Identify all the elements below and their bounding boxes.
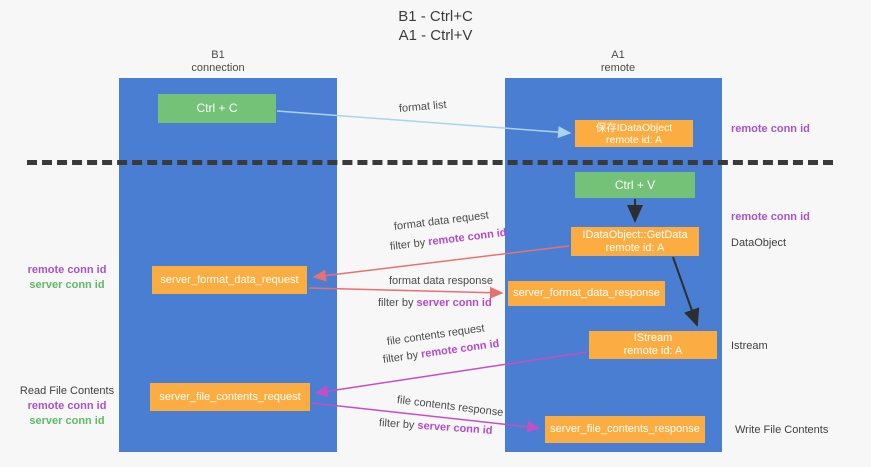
node-ctrl-v-label: Ctrl + V bbox=[614, 177, 656, 192]
label-server-conn-id-bottom-left: server conn id bbox=[29, 415, 105, 427]
diagram-title: B1 - Ctrl+C A1 - Ctrl+V bbox=[0, 7, 871, 45]
filter-prefix: filter by bbox=[389, 236, 429, 253]
title-line-1: B1 - Ctrl+C bbox=[398, 8, 473, 25]
node-save-idataobject-label: 保存IDataObject bbox=[595, 121, 673, 134]
label-read-file-contents: Read File Contents bbox=[19, 385, 115, 397]
node-save-idataobject-remote-id: remote id: A bbox=[605, 133, 663, 146]
filter-prefix: filter by bbox=[382, 348, 422, 366]
node-file-request-label: server_file_contents_request bbox=[159, 390, 301, 403]
node-ctrl-v: Ctrl + V bbox=[575, 172, 695, 198]
column-header-b1: B1 connection bbox=[158, 49, 278, 75]
node-file-response-label: server_file_contents_response bbox=[550, 423, 700, 435]
label-remote-conn-id-mid-left: remote conn id bbox=[27, 264, 107, 276]
label-remote-conn-id-top-right: remote conn id bbox=[731, 123, 810, 135]
column-b1-role: connection bbox=[191, 62, 245, 74]
node-getdata-label: IDataObject::GetData bbox=[582, 228, 688, 241]
label-filter-by-server-conn-id-2: filter by server conn id bbox=[379, 417, 493, 437]
node-server-format-data-response: server_format_data_response bbox=[508, 281, 665, 306]
filter-highlight-server-conn-id: server conn id bbox=[417, 419, 493, 437]
filter-prefix: filter by bbox=[378, 297, 417, 309]
node-format-request-label: server_format_data_request bbox=[160, 273, 299, 286]
filter-prefix: filter by bbox=[378, 417, 418, 432]
node-server-file-contents-response: server_file_contents_response bbox=[545, 416, 705, 443]
node-istream-remote-id: remote id: A bbox=[623, 345, 683, 357]
label-file-contents-response: file contents response bbox=[396, 394, 504, 419]
phase-divider-dotted-line bbox=[27, 160, 833, 165]
node-istream-label: IStream bbox=[633, 332, 673, 344]
node-save-idataobject: 保存IDataObject remote id: A bbox=[575, 120, 693, 147]
title-line-2: A1 - Ctrl+V bbox=[398, 27, 473, 44]
node-getdata-remote-id: remote id: A bbox=[605, 241, 665, 254]
node-server-file-contents-request: server_file_contents_request bbox=[150, 383, 310, 411]
label-format-list: format list bbox=[398, 98, 448, 115]
label-stack-conn-ids-mid-left: remote conn id server conn id bbox=[17, 263, 117, 293]
filter-highlight-remote-conn-id: remote conn id bbox=[427, 226, 508, 249]
column-b1-name: B1 bbox=[211, 49, 225, 61]
arrow-format-data-response bbox=[308, 286, 504, 299]
node-server-format-data-request: server_format_data_request bbox=[152, 266, 307, 294]
label-server-conn-id-mid-left: server conn id bbox=[29, 279, 105, 291]
column-header-a1: A1 remote bbox=[558, 49, 678, 75]
label-dataobject: DataObject bbox=[731, 237, 787, 249]
column-a1-role: remote bbox=[600, 62, 636, 74]
label-filter-by-server-conn-id-1: filter by server conn id bbox=[378, 297, 492, 309]
label-stack-read-file-contents: Read File Contents remote conn id server… bbox=[17, 384, 117, 429]
label-remote-conn-id-bottom-left: remote conn id bbox=[27, 400, 107, 412]
label-write-file-contents: Write File Contents bbox=[735, 424, 829, 436]
label-remote-conn-id-mid-right: remote conn id bbox=[731, 211, 810, 223]
node-idataobject-getdata: IDataObject::GetData remote id: A bbox=[571, 227, 699, 256]
filter-highlight-server-conn-id: server conn id bbox=[416, 297, 492, 309]
column-a1-name: A1 bbox=[611, 49, 625, 61]
label-istream: Istream bbox=[731, 340, 768, 352]
node-ctrl-c: Ctrl + C bbox=[158, 94, 276, 123]
node-format-response-label: server_format_data_response bbox=[513, 287, 660, 299]
node-istream: IStream remote id: A bbox=[589, 331, 717, 359]
label-format-data-response: format data response bbox=[389, 275, 493, 287]
node-ctrl-c-label: Ctrl + C bbox=[196, 101, 238, 115]
